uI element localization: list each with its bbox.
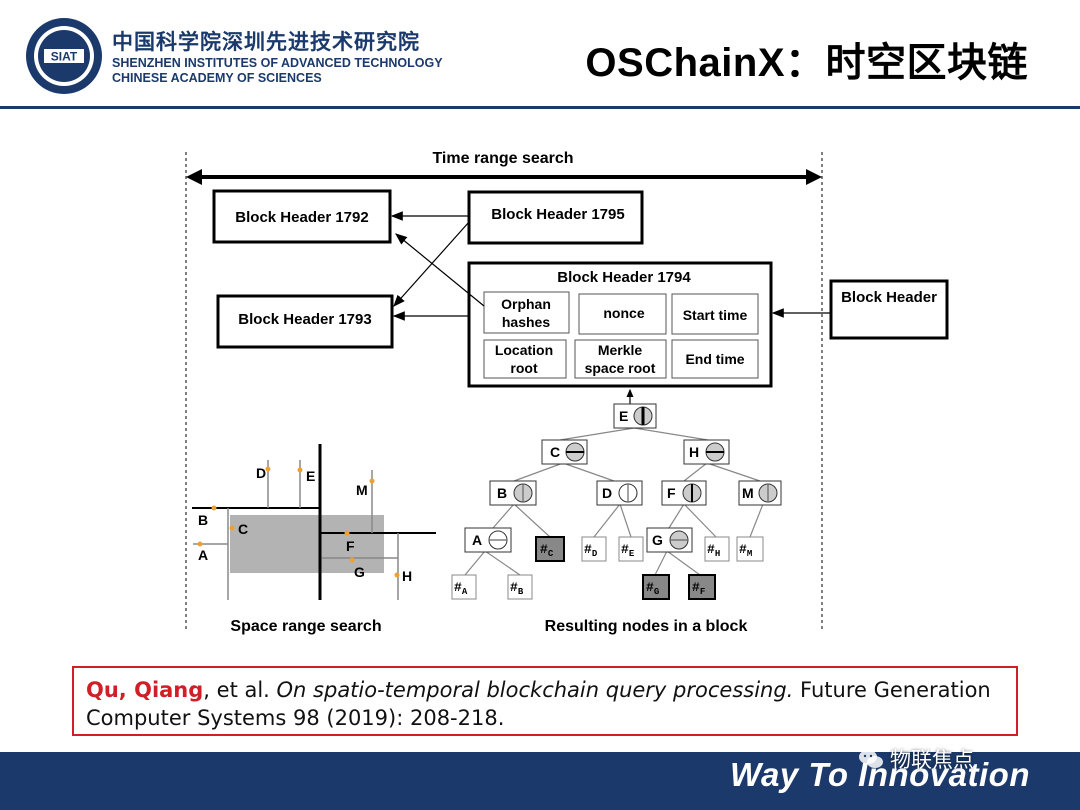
tree-node-a-label: A xyxy=(472,532,482,548)
block-1792-label: Block Header 1792 xyxy=(235,209,368,226)
block-1795-label: Block Header 1795 xyxy=(491,206,624,223)
citation-box: Qu, Qiang, et al. On spatio-temporal blo… xyxy=(72,666,1018,736)
field-start-time-label: Start time xyxy=(683,307,748,323)
siat-logo-icon: SIAT xyxy=(26,18,102,94)
logo-text: SIAT xyxy=(51,50,78,64)
tree-node-f-label: F xyxy=(667,485,676,501)
space-range-panel: D E M B C A F G H xyxy=(192,444,436,600)
point-b xyxy=(211,505,217,511)
hash-leaf-f xyxy=(688,574,716,600)
hash-leaf-e-label: E xyxy=(629,549,635,559)
hash-leaf-c xyxy=(535,536,565,562)
watermark-text: 物联焦点 xyxy=(890,748,974,772)
hash-leaf-h xyxy=(704,536,730,562)
block-1793-label: Block Header 1793 xyxy=(238,311,371,328)
point-label-h: H xyxy=(402,568,412,584)
block-1794-label: Block Header 1794 xyxy=(557,269,691,286)
field-merkle-line1: Merkle xyxy=(598,342,643,358)
hash-leaf-a-label: A xyxy=(462,587,468,597)
hash-leaf-b xyxy=(507,574,533,600)
hash-leaf-m-label: M xyxy=(747,549,752,559)
slide-footer: Way To Innovation xyxy=(0,752,1080,810)
field-orphan-line1: Orphan xyxy=(501,296,551,312)
tree-node-c-label: C xyxy=(550,444,560,460)
block-header-1793 xyxy=(216,294,394,349)
point-label-a: A xyxy=(198,547,208,563)
wechat-icon xyxy=(859,750,883,768)
field-location-root xyxy=(483,339,567,379)
point-label-m: M xyxy=(356,482,368,498)
slide-header: SIAT 中国科学院深圳先进技术研究院 SHENZHEN INSTITUTES … xyxy=(0,0,1080,110)
point-g xyxy=(349,557,355,563)
hash-leaf-d-label: D xyxy=(592,549,598,559)
org-name-en-line2: CHINESE ACADEMY OF SCIENCES xyxy=(112,71,322,85)
point-label-d: D xyxy=(256,465,266,481)
slide-title: OSChainX：时空区块链 xyxy=(585,41,1028,85)
tree-caption: Resulting nodes in a block xyxy=(545,618,748,635)
org-name-cn: 中国科学院深圳先进技术研究院 xyxy=(112,31,420,54)
block-header-1792 xyxy=(212,189,392,244)
block-header-1795 xyxy=(467,190,644,245)
org-name-en-line1: SHENZHEN INSTITUTES OF ADVANCED TECHNOLO… xyxy=(112,56,443,70)
point-h xyxy=(394,572,400,578)
point-label-f: F xyxy=(346,538,355,554)
tree-node-m-label: M xyxy=(742,485,754,501)
time-arrow-right-head xyxy=(806,169,822,185)
hash-leaf-e xyxy=(618,536,644,562)
point-f xyxy=(344,530,350,536)
point-d xyxy=(265,466,271,472)
header-divider xyxy=(0,106,1080,109)
field-end-time-label: End time xyxy=(685,351,744,367)
hash-leaf-c-label: C xyxy=(548,549,554,559)
field-nonce xyxy=(578,293,667,335)
field-orphan-hashes xyxy=(483,291,570,334)
point-label-e: E xyxy=(306,468,315,484)
field-orphan-line2: hashes xyxy=(502,314,550,330)
field-end-time xyxy=(671,339,759,379)
tree-node-b-label: B xyxy=(497,485,507,501)
field-merkle-line2: space root xyxy=(585,360,656,376)
field-location-line1: Location xyxy=(495,342,553,358)
point-a xyxy=(197,541,203,547)
field-nonce-label: nonce xyxy=(603,305,644,321)
point-label-c: C xyxy=(238,521,248,537)
tree-node-g-label: G xyxy=(652,532,663,548)
citation-author: Qu, Qiang xyxy=(86,678,204,702)
hash-leaf-h-label: H xyxy=(715,549,720,559)
space-range-caption: Space range search xyxy=(230,618,381,635)
hash-leaf-f-label: F xyxy=(700,587,705,597)
hash-leaf-d xyxy=(581,536,607,562)
hash-leaf-m xyxy=(736,536,764,562)
citation-title: On spatio-temporal blockchain query proc… xyxy=(276,678,794,702)
point-m xyxy=(369,478,375,484)
query-region xyxy=(230,515,384,573)
point-c xyxy=(229,525,235,531)
tree-edges xyxy=(464,427,764,576)
hash-leaf-g xyxy=(642,574,670,600)
citation-journal: Future Generation Computer Systems 98 (2… xyxy=(86,678,991,730)
time-arrow-left-head xyxy=(186,169,202,185)
citation-etal: , et al. xyxy=(203,678,277,702)
hash-leaf-g-label: G xyxy=(654,587,659,597)
arrow-1795-to-1793 xyxy=(393,221,470,307)
arrow-1794-to-1792 xyxy=(395,233,485,307)
field-merkle-space-root xyxy=(574,339,667,379)
field-location-line2: root xyxy=(510,360,538,376)
point-label-g: G xyxy=(354,564,365,580)
block-generic-label: Block Header xyxy=(841,289,937,306)
hash-leaf-b-label: B xyxy=(518,587,524,597)
point-e xyxy=(297,467,303,473)
field-start-time xyxy=(671,293,759,335)
block-header-generic xyxy=(829,279,949,340)
point-label-b: B xyxy=(198,512,208,528)
hash-leaf-a xyxy=(451,574,477,600)
time-range-label: Time range search xyxy=(432,150,573,167)
tree-node-e-label: E xyxy=(619,408,628,424)
tree-node-d-label: D xyxy=(602,485,612,501)
tree-node-h-label: H xyxy=(689,444,699,460)
